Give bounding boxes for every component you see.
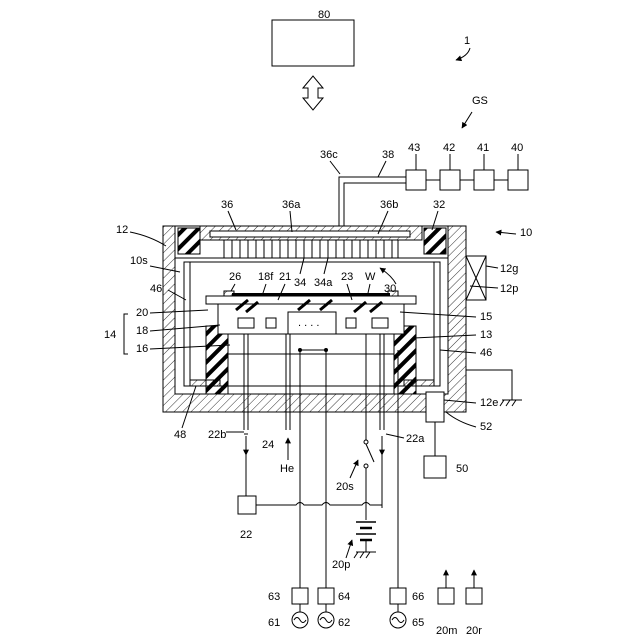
label-36a: 36a: [282, 199, 301, 211]
label-22a: 22a: [406, 433, 425, 445]
box-20m: [438, 588, 454, 604]
label-61: 61: [268, 617, 280, 629]
label-66: 66: [412, 591, 424, 603]
support-left: [206, 326, 228, 394]
label-15: 15: [480, 311, 492, 323]
label-80: 80: [318, 9, 330, 21]
label-32: 32: [433, 199, 445, 211]
box-41: [474, 170, 494, 190]
label-36c: 36c: [320, 149, 338, 161]
box-43: [406, 170, 426, 190]
shield-right: [434, 262, 440, 386]
box-50: [424, 456, 446, 478]
label-10: 10: [520, 227, 532, 239]
label-21: 21: [279, 271, 291, 283]
electrostatic-chuck: [206, 296, 416, 304]
label-48: 48: [174, 429, 186, 441]
label-13: 13: [480, 329, 492, 341]
label-18f: 18f: [258, 271, 274, 283]
wafer: [232, 293, 390, 296]
label-36: 36: [221, 199, 233, 211]
label-23: 23: [341, 271, 353, 283]
insulator-right: [424, 228, 446, 254]
dots: . . . .: [298, 317, 319, 329]
label-20s: 20s: [336, 481, 354, 493]
label-41: 41: [477, 142, 489, 154]
label-18: 18: [136, 325, 148, 337]
shield-left: [184, 262, 190, 386]
exhaust-port: [426, 392, 444, 422]
label-24: 24: [262, 439, 274, 451]
label-12: 12: [116, 224, 128, 236]
label-20: 20: [136, 307, 148, 319]
label-46-right: 46: [480, 347, 492, 359]
label-64: 64: [338, 591, 350, 603]
gas-diffusion-chamber: [210, 231, 410, 237]
label-62: 62: [338, 617, 350, 629]
label-22: 22: [240, 529, 252, 541]
label-65: 65: [412, 617, 424, 629]
label-43: 43: [408, 142, 420, 154]
bidirectional-arrow: [303, 76, 323, 110]
label-26: 26: [229, 271, 241, 283]
label-22b: 22b: [208, 429, 226, 441]
label-20p: 20p: [332, 559, 350, 571]
box-63: [292, 588, 308, 604]
label-52: 52: [480, 421, 492, 433]
top-plate: [224, 240, 398, 258]
label-50: 50: [456, 463, 468, 475]
label-16: 16: [136, 343, 148, 355]
box-40: [508, 170, 528, 190]
label-gs: GS: [472, 95, 488, 107]
insulator-left: [178, 228, 200, 254]
label-10s: 10s: [130, 255, 148, 267]
label-w: W: [365, 271, 376, 283]
label-63: 63: [268, 591, 280, 603]
label-40: 40: [511, 142, 523, 154]
controller-box: [272, 20, 354, 66]
label-14: 14: [104, 329, 116, 341]
label-12g: 12g: [500, 263, 518, 275]
box-20r: [466, 588, 482, 604]
base: [228, 334, 394, 354]
label-20r: 20r: [466, 625, 482, 637]
label-he: He: [280, 463, 294, 475]
label-34a: 34a: [314, 277, 333, 289]
box-22: [238, 496, 256, 514]
gas-holes: [232, 240, 392, 258]
box-66: [390, 588, 406, 604]
label-12e: 12e: [480, 397, 498, 409]
label-46-left: 46: [150, 283, 162, 295]
label-1: 1: [464, 35, 470, 47]
support-right: [394, 326, 416, 394]
label-12p: 12p: [500, 283, 518, 295]
box-42: [440, 170, 460, 190]
label-34: 34: [294, 277, 306, 289]
label-38: 38: [382, 149, 394, 161]
label-30: 30: [384, 283, 396, 295]
label-36b: 36b: [380, 199, 398, 211]
box-64: [318, 588, 334, 604]
label-42: 42: [443, 142, 455, 154]
label-20m: 20m: [436, 625, 457, 637]
